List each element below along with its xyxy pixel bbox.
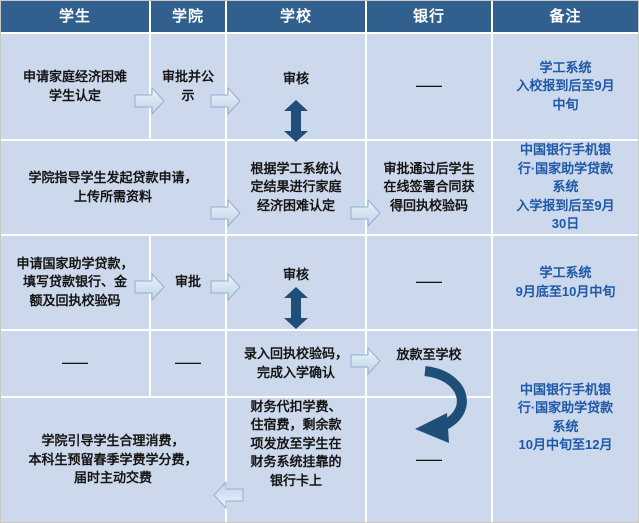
cell-r3-remark: 学工系统 9月底至10月中旬 (493, 236, 638, 329)
cell-r4-student: —— (1, 331, 149, 396)
cell-r3-school: 审核 (227, 236, 365, 329)
cell-r2-remark: 中国银行手机银 行·国家助学贷款 系统 入学报到后至9月 30日 (493, 141, 638, 234)
cell-r1-school: 审核 (227, 34, 365, 139)
header-student: 学生 (1, 1, 149, 32)
cell-r1-bank: —— (367, 34, 491, 139)
cell-r1-remark: 学工系统 入校报到后至9月 中旬 (493, 34, 638, 139)
header-bank: 银行 (367, 1, 491, 32)
cell-r3-bank: —— (367, 236, 491, 329)
cell-r1-student: 申请家庭经济困难 学生认定 (1, 34, 149, 139)
cell-r4-college: —— (151, 331, 225, 396)
cell-r2-student-college: 学院指导学生发起贷款申请， 上传所需资料 (1, 141, 225, 234)
cell-r5-school: 财务代扣学费、 住宿费，剩余款 项发放至学生在 财务系统挂靠的 银行卡上 (227, 398, 365, 522)
cell-r2-bank: 审批通过后学生 在线签署合同获 得回执校验码 (367, 141, 491, 234)
cell-r4-r5-remark: 中国银行手机银 行·国家助学贷款 系统 10月中旬至12月 (493, 331, 638, 522)
cell-r4-bank: 放款至学校 (367, 331, 491, 396)
cell-r3-college: 审批 (151, 236, 225, 329)
cell-r1-college: 审批并公 示 (151, 34, 225, 139)
cell-r5-bank: —— (367, 398, 491, 522)
header-school: 学校 (227, 1, 365, 32)
cell-r2-school: 根据学工系统认 定结果进行家庭 经济困难认定 (227, 141, 365, 234)
cell-r5-student-college: 学院引导学生合理消费， 本科生预留春季学费学分费， 届时主动交费 (1, 398, 225, 522)
cell-r4-school: 录入回执校验码， 完成入学确认 (227, 331, 365, 396)
cell-r3-student: 申请国家助学贷款， 填写贷款银行、金 额及回执校验码 (1, 236, 149, 329)
header-college: 学院 (151, 1, 225, 32)
header-remarks: 备注 (493, 1, 638, 32)
